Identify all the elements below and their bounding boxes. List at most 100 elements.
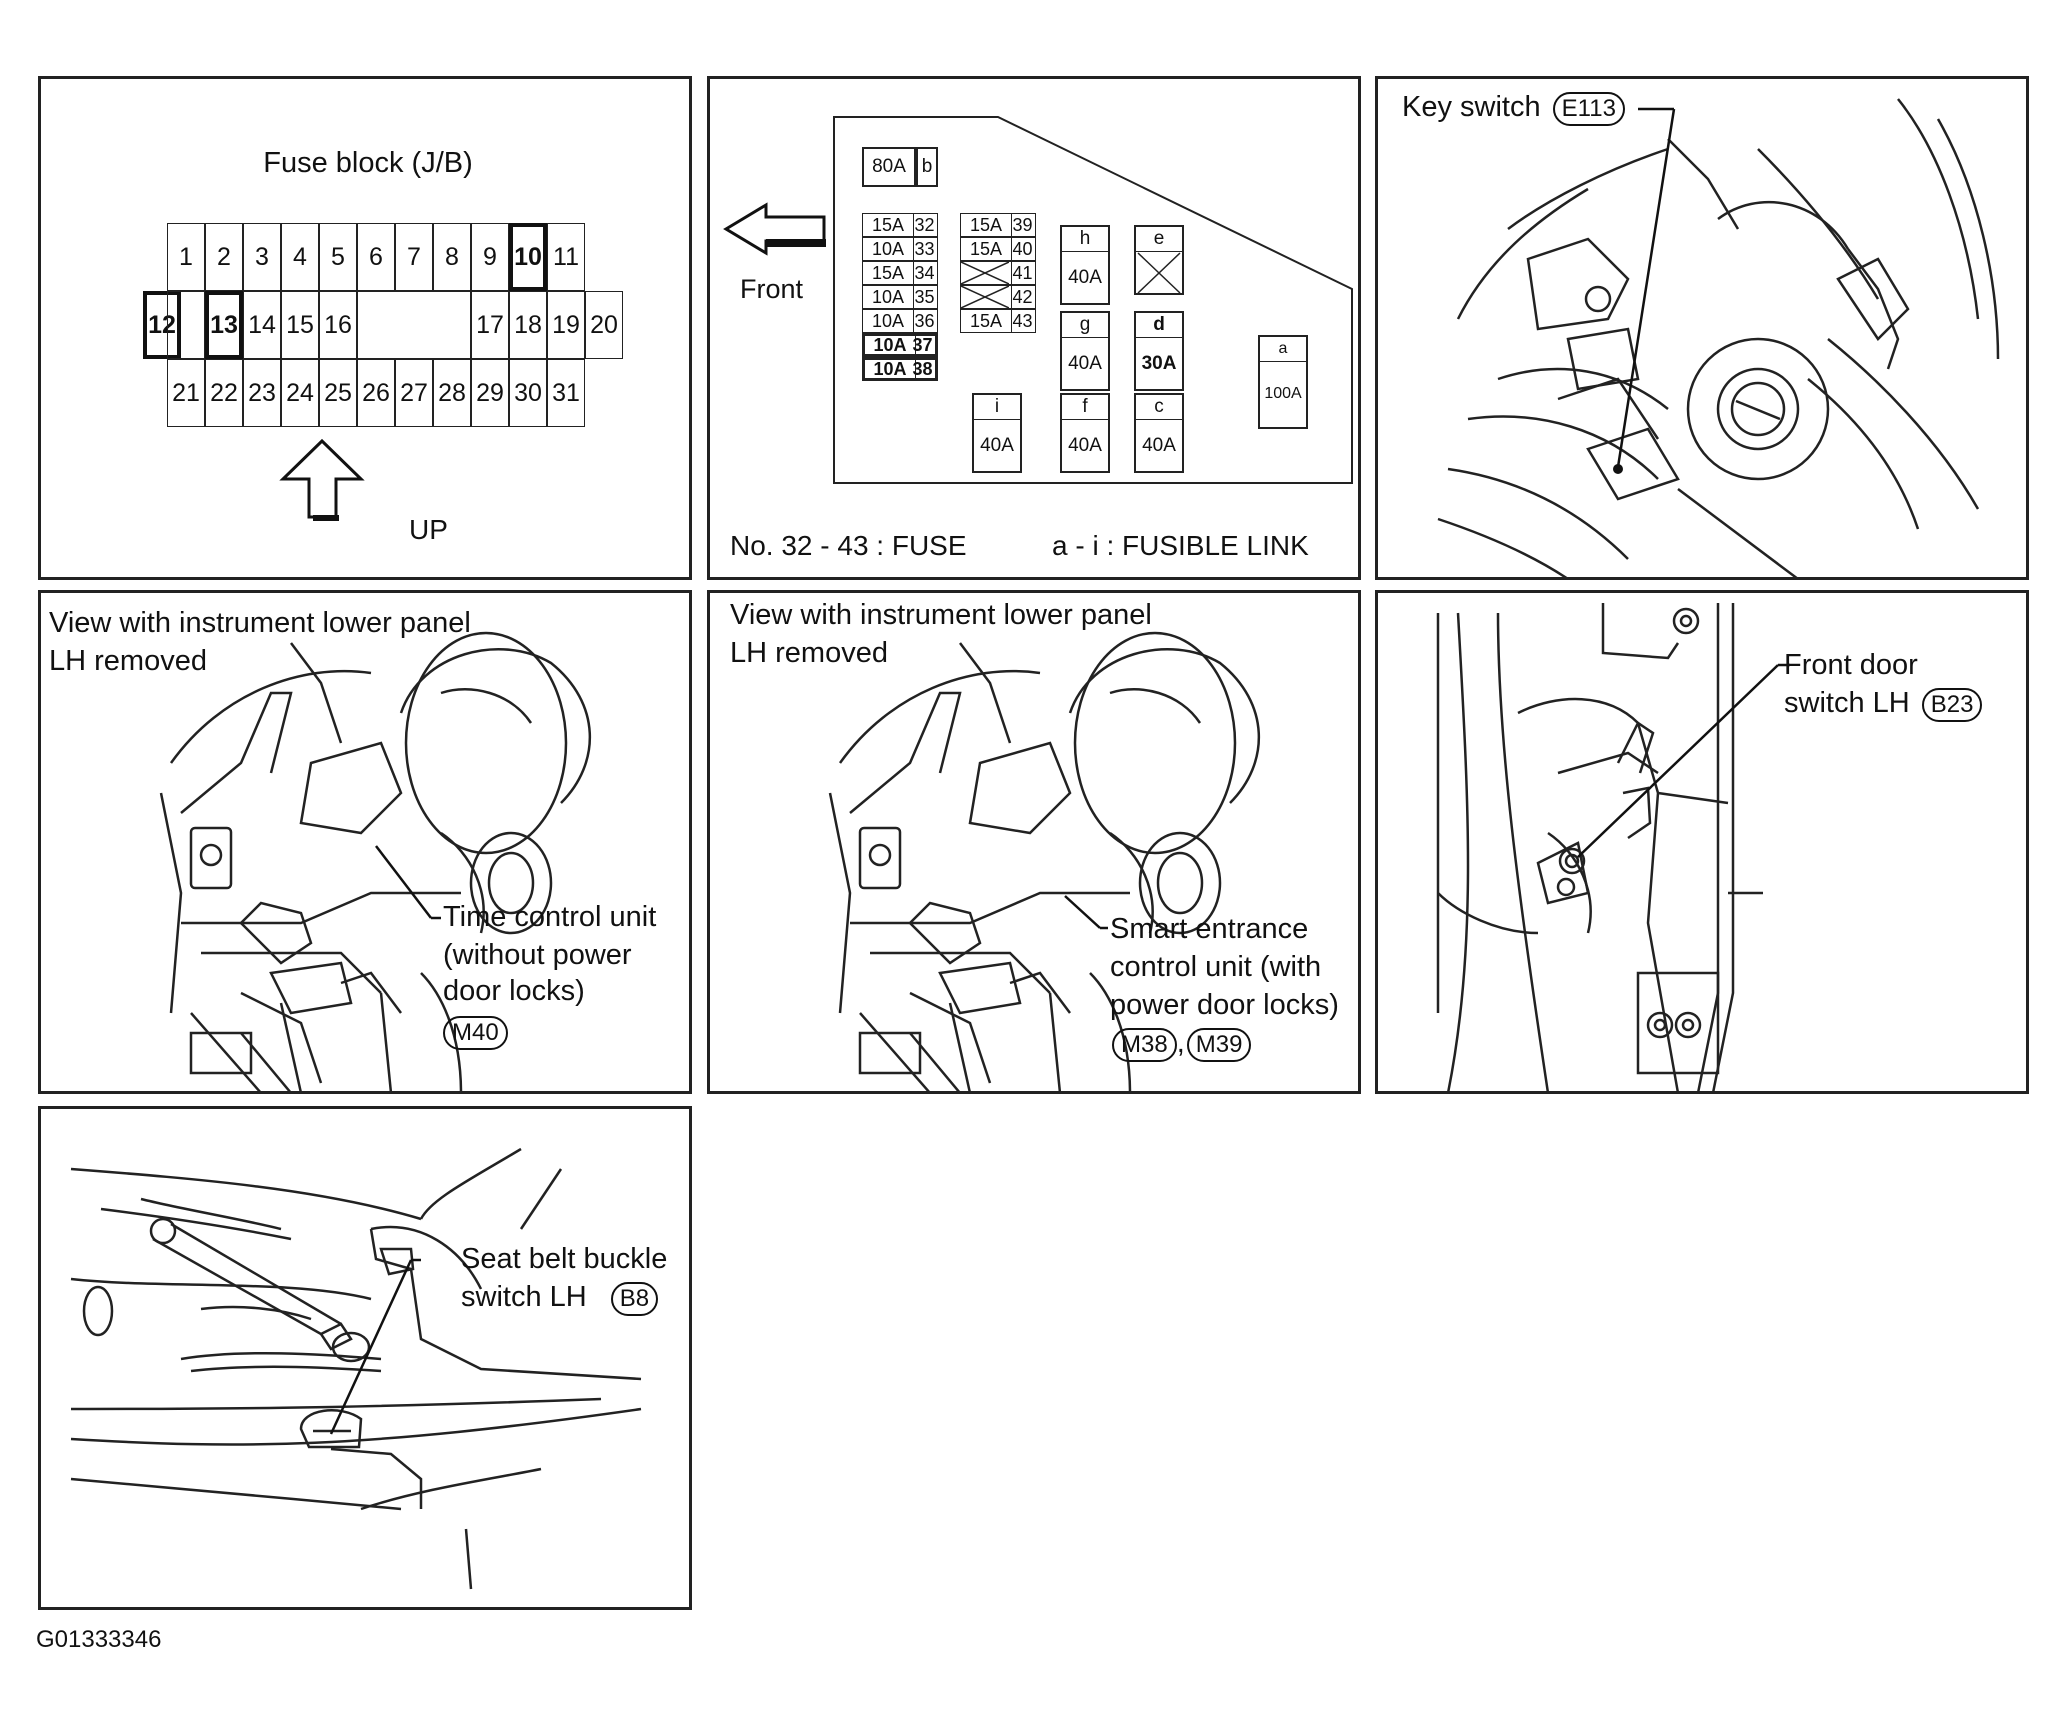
fuse-legend: No. 32 - 43 : FUSE	[730, 530, 967, 561]
connector-b23-badge: B23	[1921, 688, 1983, 722]
fuse-empty-slot	[961, 286, 1012, 308]
instrument-panel-illustration	[159, 631, 591, 1091]
fuse-cell: 1	[167, 223, 205, 291]
seat-console-illustration	[70, 1147, 642, 1590]
fuse-cell-highlighted: 12	[143, 291, 181, 359]
fuse-cell-blank	[167, 291, 205, 359]
fuse-number: 43	[1012, 310, 1033, 331]
fuse-amp: 15A	[863, 214, 914, 236]
fuse-cell: 4	[281, 223, 319, 291]
front-door-line-1: Front door	[1784, 649, 1918, 681]
key-switch-label: Key switch E113	[1402, 89, 1625, 126]
seat-belt-panel: Seat belt buckle switch LH B8	[38, 1106, 692, 1610]
fuse-amp: 15A	[961, 310, 1012, 332]
fusible-link-legend: a - i : FUSIBLE LINK	[1052, 530, 1309, 561]
link-letter: h	[1062, 227, 1108, 252]
link-amp: 40A	[1068, 353, 1102, 374]
link-empty	[1136, 251, 1182, 295]
fuse-cell: 31	[547, 359, 585, 427]
front-door-line-2-text: switch LH	[1784, 687, 1910, 719]
fuse-cell: 14	[243, 291, 281, 359]
fuse-block-title: Fuse block (J/B)	[263, 147, 473, 179]
fuse-cell: 11	[547, 223, 585, 291]
fuse-empty-slot	[961, 262, 1012, 284]
link-amp: 40A	[1068, 267, 1102, 288]
fuse-cell: 24	[281, 359, 319, 427]
time-control-line-2: (without power	[443, 939, 632, 971]
seat-belt-switch-leader-line	[329, 1258, 421, 1435]
link-amp: 30A	[1141, 353, 1177, 374]
fusible-link-e: e	[1134, 225, 1184, 295]
fuse-cell: 26	[357, 359, 395, 427]
smart-entrance-line-1: Smart entrance	[1110, 913, 1309, 945]
fuse-number: 37	[912, 334, 933, 355]
fuse-cell: 25	[319, 359, 357, 427]
fuse-block-panel: Fuse block (J/B) 1 2 3 4 5 6 7 8 9 10 11…	[38, 76, 692, 580]
fuse-amp: 10A	[863, 310, 914, 332]
connector-m40-badge: M40	[443, 1016, 508, 1050]
link-amp: 100A	[1264, 385, 1302, 402]
time-control-panel: View with instrument lower panel LH remo…	[38, 590, 692, 1094]
front-door-switch-leader-line	[1577, 663, 1790, 858]
fuse-amp: 10A	[865, 335, 916, 355]
fuse-cell: 8	[433, 223, 471, 291]
fuse-number: 35	[914, 286, 935, 307]
fuse-amp: 10A	[865, 359, 916, 379]
link-amp: 40A	[980, 435, 1014, 456]
connector-separator: ,	[1176, 1027, 1185, 1059]
fuse-number: 36	[914, 310, 935, 331]
view-line-2: LH removed	[730, 637, 888, 669]
fuse-cell-blank	[357, 291, 471, 359]
link-amp: 40A	[1142, 435, 1176, 456]
empty-link-x-icon	[1137, 252, 1181, 294]
fuse-amp: 10A	[863, 286, 914, 308]
fuse-cell: 21	[167, 359, 205, 427]
fusible-link-a: a 100A	[1258, 335, 1308, 429]
time-control-line-1: Time control unit	[443, 901, 657, 933]
fuse-cell: 20	[585, 291, 623, 359]
smart-entrance-line-3: power door locks)	[1110, 989, 1339, 1021]
front-label: Front	[740, 274, 804, 304]
fuse-number: 40	[1012, 238, 1033, 259]
fuse-number: 34	[914, 262, 935, 283]
fuse-box-outline	[723, 116, 1353, 484]
link-letter: a	[1260, 337, 1306, 362]
fuse-amp: 15A	[863, 262, 914, 284]
link-amp: 40A	[1068, 435, 1102, 456]
fuse-number: 41	[1012, 262, 1033, 283]
front-door-panel: Front door switch LH B23	[1375, 590, 2029, 1094]
view-line-1: View with instrument lower panel	[730, 599, 1152, 631]
fuse-number: 39	[1012, 214, 1033, 235]
fuse-cell: 9	[471, 223, 509, 291]
fuse-41: 41	[960, 261, 1036, 285]
time-control-line-3: door locks)	[443, 975, 585, 1007]
fuse-cell: 17	[471, 291, 509, 359]
time-control-connector: M40	[439, 1013, 508, 1050]
fuse-cell: 16	[319, 291, 357, 359]
smart-entrance-connectors: M38,M39	[1108, 1025, 1252, 1062]
fuse-cell: 2	[205, 223, 243, 291]
seat-belt-line-2: switch LH B8	[461, 1279, 659, 1316]
fuse-cell: 6	[357, 223, 395, 291]
connector-m38-badge: M38	[1112, 1028, 1177, 1062]
up-arrow-icon	[279, 438, 365, 521]
seat-belt-line-2-text: switch LH	[461, 1281, 587, 1313]
fuse-cell: 22	[205, 359, 243, 427]
main-fuse-letter-text: b	[921, 156, 933, 177]
fuse-cell: 18	[509, 291, 547, 359]
key-switch-leader-line	[1613, 107, 1676, 474]
fuse-amp: 15A	[961, 238, 1012, 260]
link-letter: i	[974, 395, 1020, 420]
